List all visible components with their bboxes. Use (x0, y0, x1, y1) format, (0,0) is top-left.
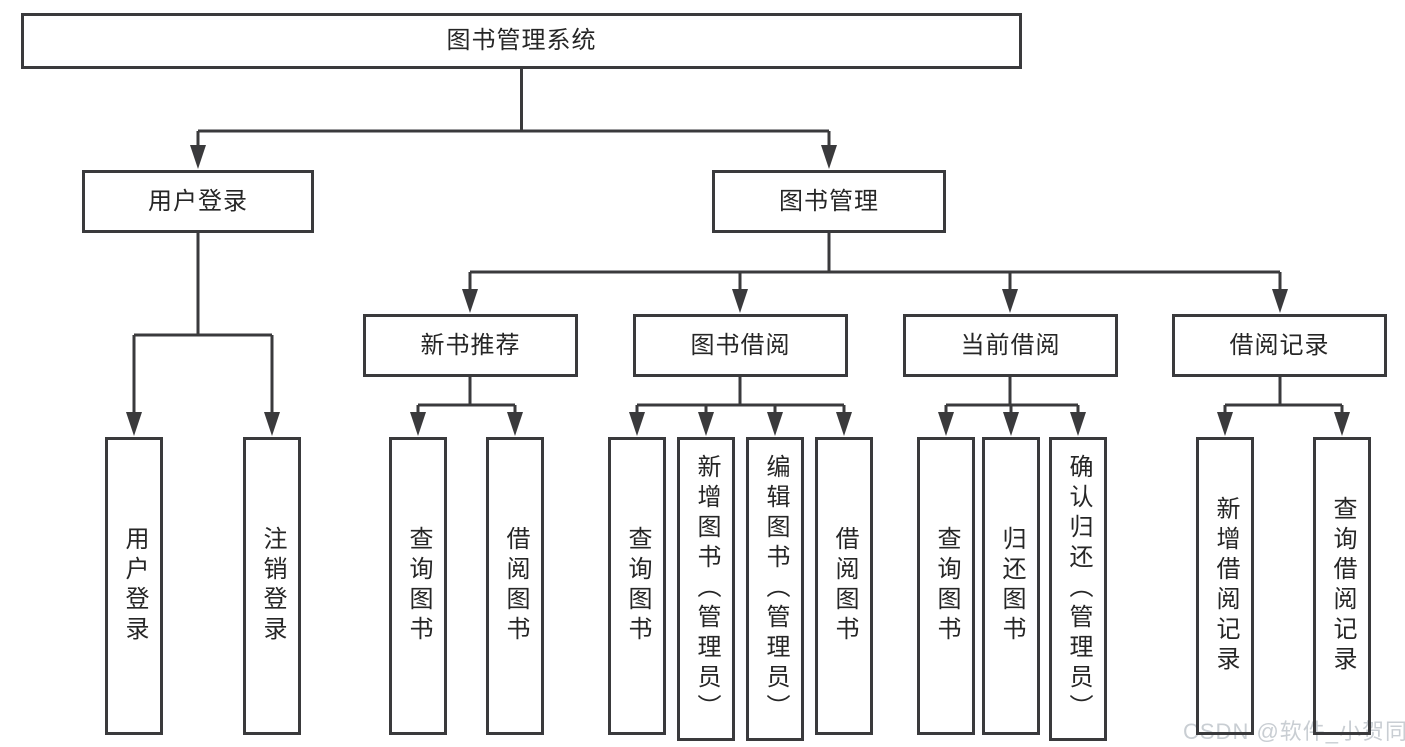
leaf-edit-books-admin-label: 编辑图书（管理员） (762, 454, 789, 724)
leaf-borrow-books-recommend-label: 借阅图书 (502, 526, 529, 646)
node-current-borrow-label: 当前借阅 (960, 331, 1061, 359)
leaf-user-login-label: 用户登录 (121, 526, 148, 646)
leaf-borrow-books: 借阅图书 (815, 437, 873, 735)
leaf-query-books-borrow: 查询图书 (608, 437, 666, 735)
node-user-login-branch: 用户登录 (82, 170, 314, 233)
leaf-user-login: 用户登录 (105, 437, 163, 735)
leaf-query-books-current-label: 查询图书 (933, 526, 960, 646)
arrowhead-icons (126, 145, 1350, 436)
leaf-logout: 注销登录 (243, 437, 301, 735)
leaf-logout-label: 注销登录 (259, 526, 286, 646)
node-borrow-records-label: 借阅记录 (1229, 331, 1330, 359)
leaf-query-books-recommend: 查询图书 (389, 437, 447, 735)
node-book-borrow-label: 图书借阅 (690, 331, 791, 359)
node-user-login-branch-label: 用户登录 (148, 187, 248, 215)
leaf-query-borrow-record: 查询借阅记录 (1313, 437, 1371, 735)
leaf-query-books-current: 查询图书 (917, 437, 975, 735)
leaf-add-borrow-record-label: 新增借阅记录 (1212, 496, 1239, 676)
node-root: 图书管理系统 (21, 13, 1022, 69)
node-book-management-label: 图书管理 (779, 187, 879, 215)
leaf-query-books-borrow-label: 查询图书 (624, 526, 651, 646)
leaf-return-books: 归还图书 (982, 437, 1040, 735)
leaf-confirm-return-admin-label: 确认归还（管理员） (1065, 454, 1092, 724)
node-book-management: 图书管理 (712, 170, 946, 233)
leaf-edit-books-admin: 编辑图书（管理员） (746, 437, 804, 741)
node-new-book-recommend-label: 新书推荐 (420, 331, 521, 359)
node-new-book-recommend: 新书推荐 (363, 314, 578, 377)
node-root-label: 图书管理系统 (446, 27, 597, 54)
leaf-query-books-recommend-label: 查询图书 (405, 526, 432, 646)
leaf-query-borrow-record-label: 查询借阅记录 (1329, 496, 1356, 676)
leaf-confirm-return-admin: 确认归还（管理员） (1049, 437, 1107, 741)
node-book-borrow: 图书借阅 (633, 314, 848, 377)
leaf-add-borrow-record: 新增借阅记录 (1196, 437, 1254, 735)
leaf-return-books-label: 归还图书 (998, 526, 1025, 646)
leaf-add-books-admin-label: 新增图书（管理员） (693, 454, 720, 724)
node-current-borrow: 当前借阅 (903, 314, 1118, 377)
node-borrow-records: 借阅记录 (1172, 314, 1387, 377)
leaf-borrow-books-label: 借阅图书 (831, 526, 858, 646)
leaf-borrow-books-recommend: 借阅图书 (486, 437, 544, 735)
leaf-add-books-admin: 新增图书（管理员） (677, 437, 735, 741)
